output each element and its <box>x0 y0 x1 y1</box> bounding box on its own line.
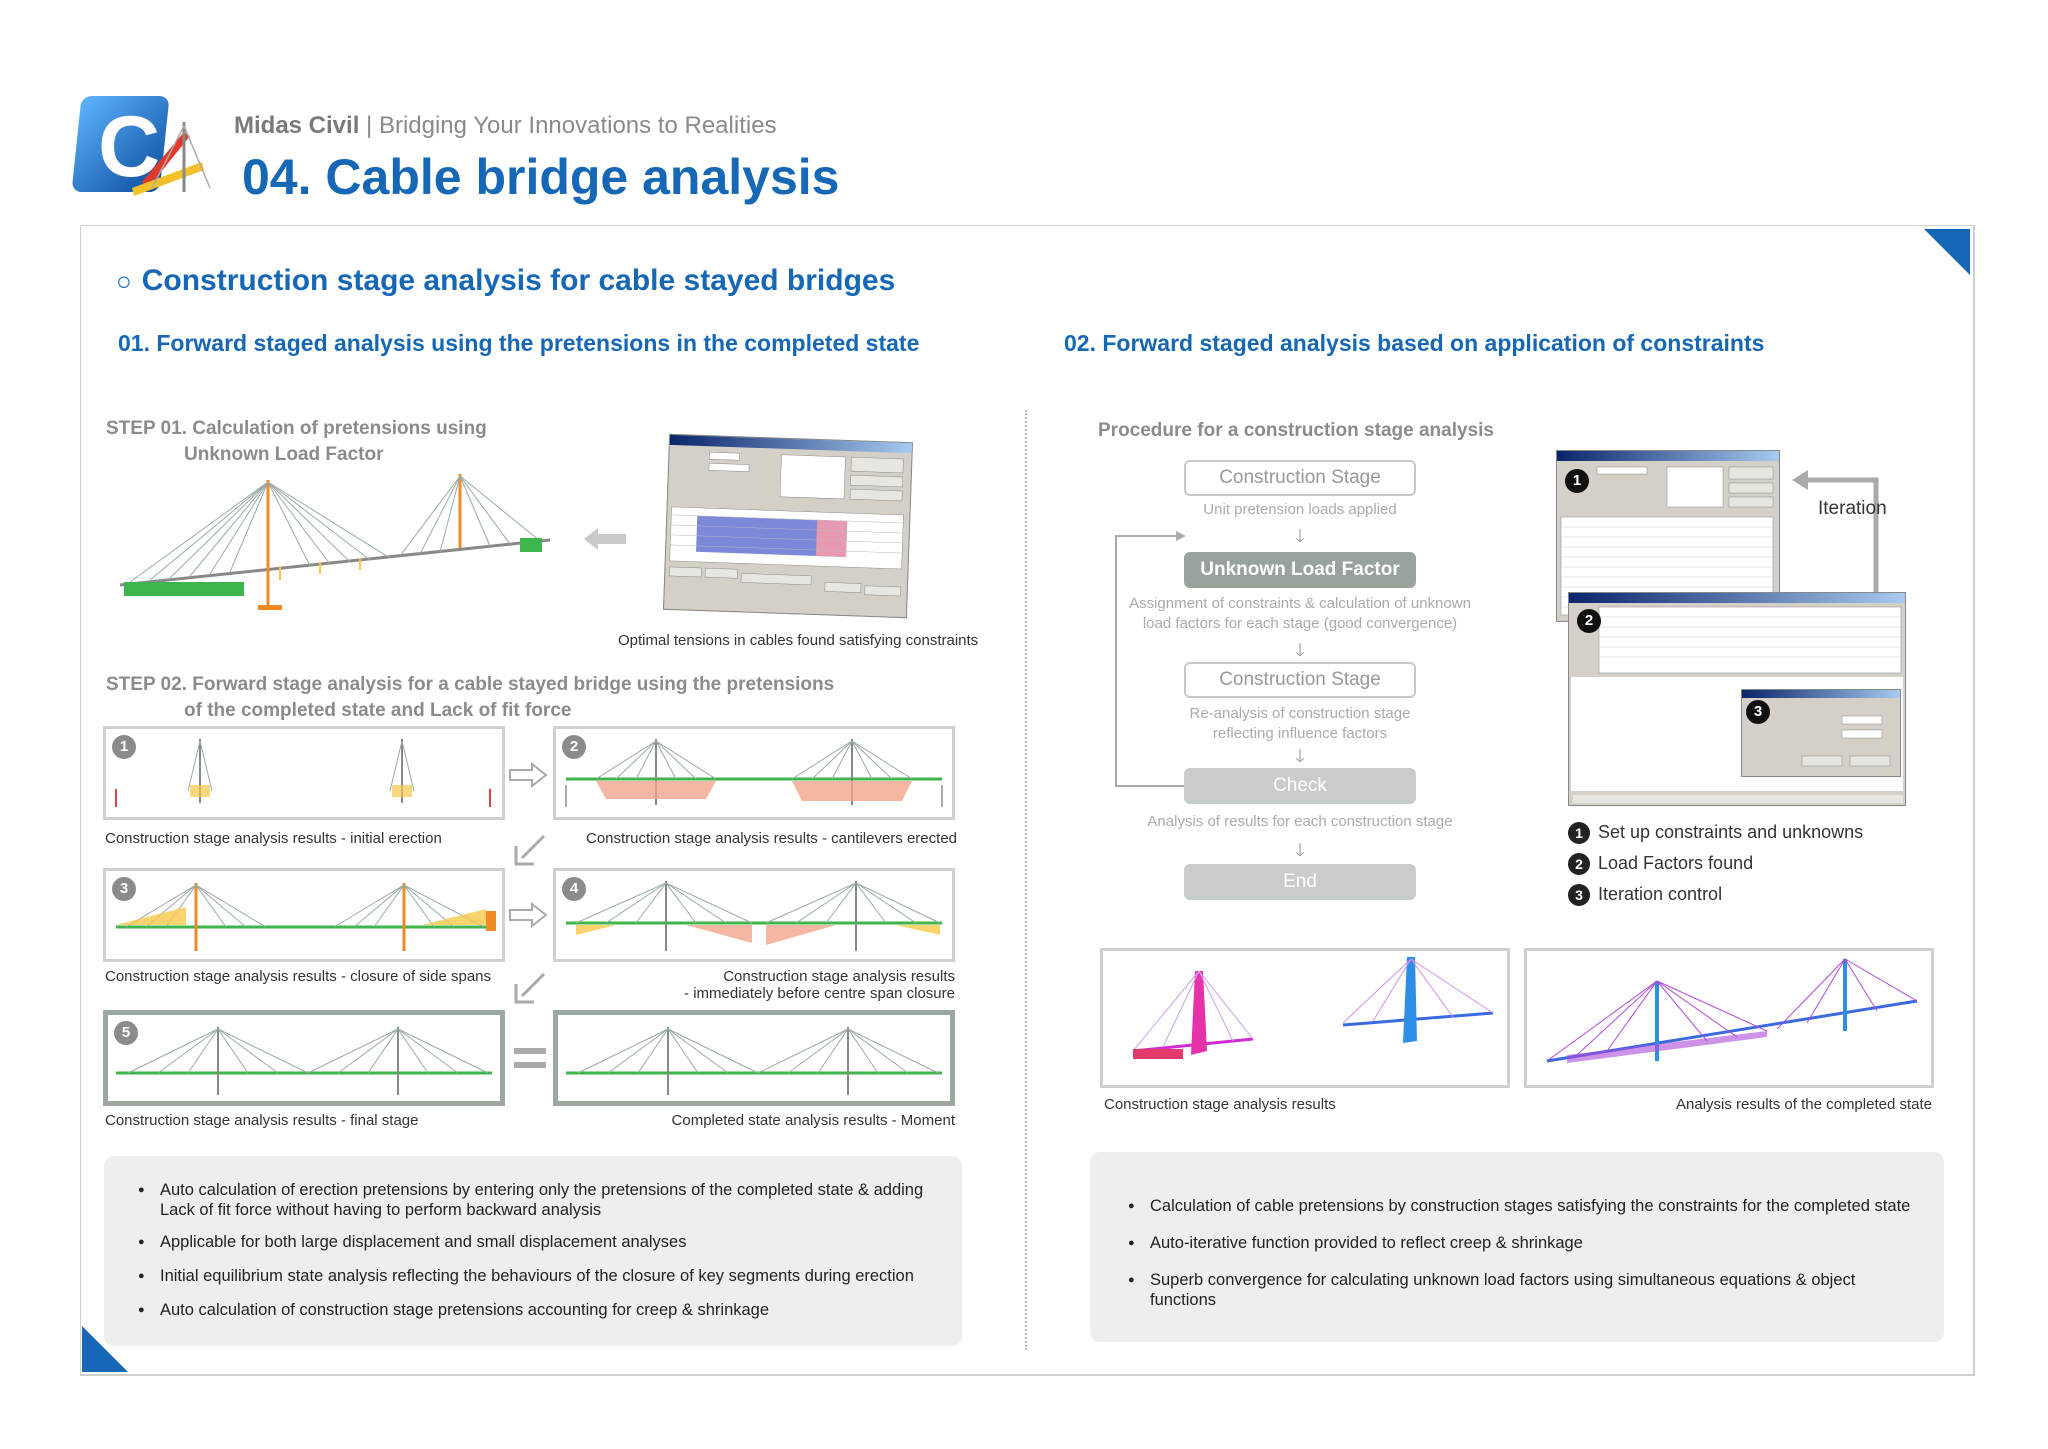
flow-box-construction-stage: Construction Stage <box>1184 460 1416 496</box>
flow-box-check: Check <box>1184 768 1416 804</box>
completed-state-panel <box>553 1010 955 1106</box>
bullet-circle-icon: ○ <box>116 266 132 296</box>
flow-note-2-line1: Assignment of constraints & calculation … <box>1129 595 1471 612</box>
construction-stage-results-image <box>1100 948 1510 1088</box>
stage-number-4: 4 <box>562 877 586 901</box>
bullet-item: Auto-iterative function provided to refl… <box>1128 1233 1924 1253</box>
iteration-label: Iteration <box>1818 498 1887 519</box>
brand-line: Midas Civil | Bridging Your Innovations … <box>234 112 777 140</box>
stage-number-1: 1 <box>112 735 136 759</box>
step2-title: STEP 02. Forward stage analysis for a ca… <box>106 672 834 724</box>
flow-box-end: End <box>1184 864 1416 900</box>
stage-caption-4: Construction stage analysis results - im… <box>555 968 955 1002</box>
analysis-control-dialog-image: 3 <box>1741 689 1901 777</box>
diagonal-arrow-icon <box>512 832 548 873</box>
completed-state-caption: Completed state analysis results - Momen… <box>671 1112 955 1129</box>
corner-decoration-top-right <box>1924 229 1970 275</box>
stage-number-3: 3 <box>112 877 136 901</box>
right-bullet-box: Calculation of cable pretensions by cons… <box>1090 1152 1944 1342</box>
legend-text-2: Load Factors found <box>1598 853 1754 873</box>
unknown-load-factor-dialog-image <box>663 433 913 619</box>
badge-1: 1 <box>1565 469 1589 493</box>
unknown-load-factor-result-dialog-image: 2 3 <box>1568 592 1906 806</box>
midas-civil-logo: C <box>72 92 212 202</box>
legend-number-2: 2 <box>1568 853 1590 875</box>
legend-item-3: 3 Iteration control <box>1568 884 1722 906</box>
right-arrow-icon <box>508 761 548 793</box>
stage-caption-2: Construction stage analysis results - ca… <box>586 830 958 847</box>
stage-panel-2: 2 <box>553 726 955 820</box>
diagonal-arrow-icon <box>512 970 548 1011</box>
flow-note-2-line2: load factors for each stage (good conver… <box>1142 615 1458 632</box>
bullet-item: Initial equilibrium state analysis refle… <box>138 1266 932 1286</box>
construction-stage-results-caption: Construction stage analysis results <box>1104 1096 1336 1113</box>
equals-icon <box>512 1044 548 1077</box>
brand-tagline: | Bridging Your Innovations to Realities <box>366 112 777 139</box>
stage-caption-4-line1: Construction stage analysis results <box>723 968 955 985</box>
procedure-title: Procedure for a construction stage analy… <box>1098 420 1494 441</box>
down-arrow-icon: 🡓 <box>1295 840 1305 860</box>
bullet-item: Auto calculation of erection pretensions… <box>138 1180 932 1220</box>
flow-note-3: Re-analysis of construction stage reflec… <box>1140 704 1460 744</box>
page-title: 04. Cable bridge analysis <box>242 149 840 205</box>
legend-text-1: Set up constraints and unknowns <box>1598 822 1864 842</box>
step1-title-line1: STEP 01. Calculation of pretensions usin… <box>106 418 487 439</box>
flow-box-construction-stage-2: Construction Stage <box>1184 662 1416 698</box>
down-arrow-icon: 🡓 <box>1295 640 1305 660</box>
stage-panel-3: 3 <box>103 868 505 962</box>
iteration-arrow-icon <box>1790 468 1886 598</box>
flow-note-4: Analysis of results for each constructio… <box>1147 813 1453 830</box>
bullet-item: Superb convergence for calculating unkno… <box>1128 1270 1924 1310</box>
completed-state-results-caption: Analysis results of the completed state <box>1676 1096 1932 1113</box>
step1-title-line2: Unknown Load Factor <box>184 444 384 465</box>
legend-text-3: Iteration control <box>1598 884 1723 904</box>
step1-caption: Optimal tensions in cables found satisfy… <box>618 632 979 649</box>
section-title-text: Construction stage analysis for cable st… <box>141 264 896 297</box>
stage-number-5: 5 <box>114 1021 138 1045</box>
step1-bridge-figure <box>119 470 551 620</box>
legend-number-1: 1 <box>1568 822 1590 844</box>
bullet-item: Applicable for both large displacement a… <box>138 1232 932 1252</box>
flow-note-3-line1: Re-analysis of construction stage <box>1189 705 1411 722</box>
stage-caption-1: Construction stage analysis results - in… <box>105 830 442 847</box>
badge-3: 3 <box>1746 700 1770 724</box>
flow-note-3-line2: reflecting influence factors <box>1212 725 1388 742</box>
stage-caption-4-line2: - immediately before centre span closure <box>684 985 955 1002</box>
right-arrow-icon <box>508 901 548 933</box>
iteration-loop-line <box>1112 530 1186 790</box>
flow-box-unknown-load-factor: Unknown Load Factor <box>1184 552 1416 588</box>
badge-2: 2 <box>1577 609 1601 633</box>
step2-title-line2: of the completed state and Lack of fit f… <box>184 700 572 721</box>
column-divider <box>1025 410 1027 1350</box>
down-arrow-icon: 🡓 <box>1295 526 1305 546</box>
bullet-item: Calculation of cable pretensions by cons… <box>1128 1196 1924 1216</box>
completed-state-results-image <box>1524 948 1934 1088</box>
stage-number-2: 2 <box>562 735 586 759</box>
stage-panel-5: 5 <box>103 1010 505 1106</box>
left-subtitle: 01. Forward staged analysis using the pr… <box>118 330 920 356</box>
left-arrow-icon <box>584 528 626 550</box>
legend-number-3: 3 <box>1568 884 1590 906</box>
stage-caption-5: Construction stage analysis results - fi… <box>105 1112 419 1129</box>
flow-note-2: Assignment of constraints & calculation … <box>1110 594 1490 634</box>
left-bullet-box: Auto calculation of erection pretensions… <box>104 1156 962 1346</box>
step2-title-line1: STEP 02. Forward stage analysis for a ca… <box>106 674 835 695</box>
step1-title: STEP 01. Calculation of pretensions usin… <box>106 416 487 468</box>
stage-caption-3: Construction stage analysis results - cl… <box>105 968 492 985</box>
legend-item-1: 1 Set up constraints and unknowns <box>1568 822 1863 844</box>
stage-panel-4: 4 <box>553 868 955 962</box>
stage-panel-1: 1 <box>103 726 505 820</box>
brand-name: Midas Civil <box>234 112 360 139</box>
legend-item-2: 2 Load Factors found <box>1568 853 1753 875</box>
bullet-item: Auto calculation of construction stage p… <box>138 1300 932 1320</box>
section-title: ○ Construction stage analysis for cable s… <box>116 264 895 298</box>
down-arrow-icon: 🡓 <box>1295 746 1305 766</box>
right-subtitle: 02. Forward staged analysis based on app… <box>1064 330 1765 356</box>
flow-note-1: Unit pretension loads applied <box>1203 501 1397 518</box>
